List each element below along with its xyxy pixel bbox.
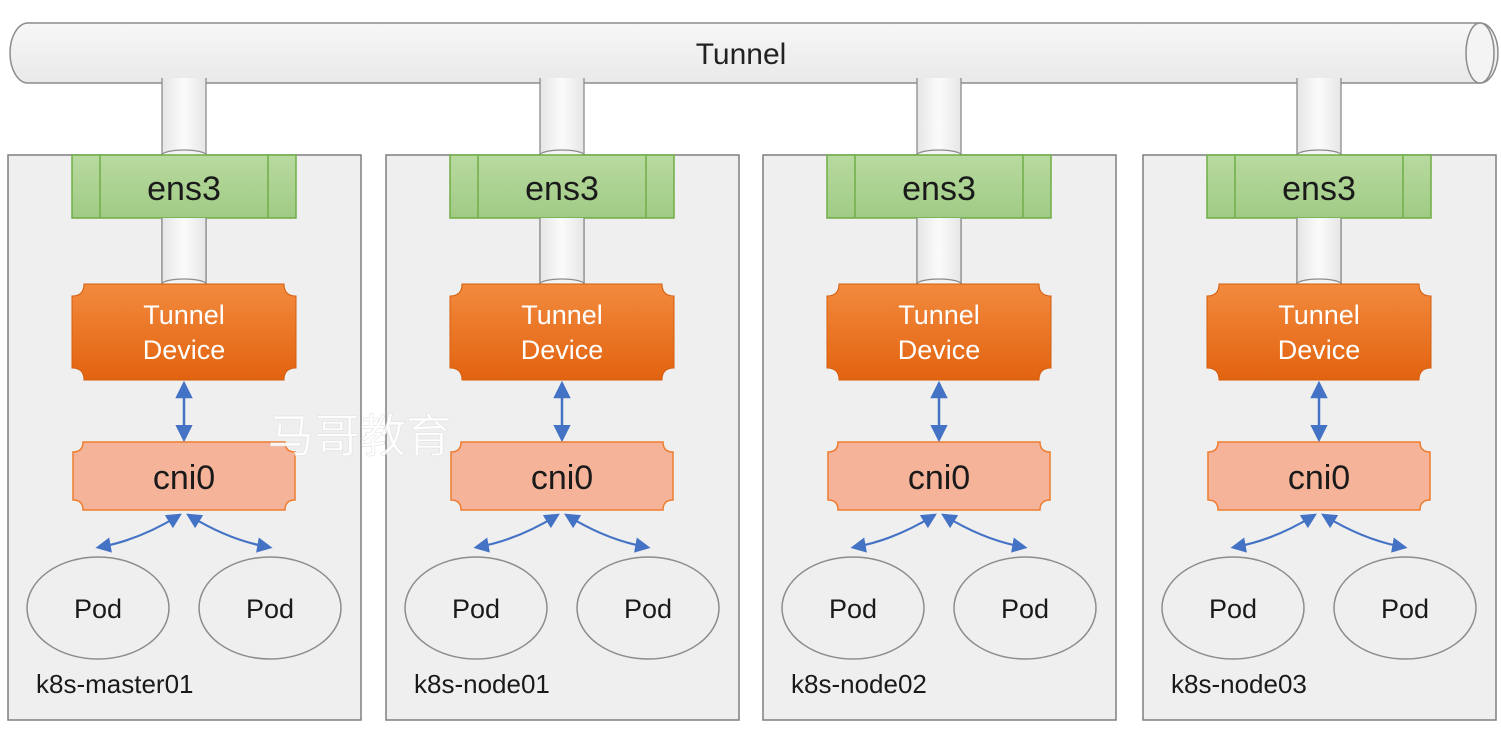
node-name-label: k8s-master01 [36, 669, 194, 699]
bridge-label: cni0 [1288, 459, 1350, 497]
nic-label: ens3 [147, 170, 221, 208]
nic-ens3: ens3 [826, 154, 1052, 219]
nic-connector-pipe [916, 218, 962, 290]
tunnel-label: Tunnel [696, 38, 787, 71]
pod-link-arrow [95, 513, 182, 553]
bridge-cni0: cni0 [827, 441, 1051, 511]
pod-link-arrow [564, 513, 651, 553]
tunnel-connector-pipe [1296, 78, 1342, 161]
bridge-label: cni0 [153, 459, 215, 497]
pod-link-arrow [473, 513, 560, 553]
nic-connector-pipe [1296, 218, 1342, 290]
nic-label: ens3 [1282, 170, 1356, 208]
pod-link-arrow [941, 513, 1028, 553]
pod-label: Pod [624, 594, 672, 624]
pod-label: Pod [246, 594, 294, 624]
bridge-cni0: cni0 [72, 441, 296, 511]
pod-label: Pod [1381, 594, 1429, 624]
pod-label: Pod [829, 594, 877, 624]
pod-link-arrow [186, 513, 273, 553]
pod-label: Pod [74, 594, 122, 624]
tunnel-device-label-line1: Tunnel [143, 300, 225, 330]
tunnel-connector-pipe [161, 78, 207, 161]
tunnel-device-label-line1: Tunnel [898, 300, 980, 330]
bridge-label: cni0 [908, 459, 970, 497]
nic-label: ens3 [902, 170, 976, 208]
node-name-label: k8s-node01 [414, 669, 550, 699]
pod: Pod [953, 556, 1097, 660]
nic-connector-pipe [161, 218, 207, 290]
tunnel-device-label-line2: Device [898, 335, 981, 365]
pod: Pod [781, 556, 925, 660]
tunnel-device-label-line1: Tunnel [1278, 300, 1360, 330]
nic-ens3: ens3 [71, 154, 297, 219]
pod-label: Pod [1209, 594, 1257, 624]
pod-label: Pod [1001, 594, 1049, 624]
pod-link-arrow [1230, 513, 1317, 553]
nic-ens3: ens3 [1206, 154, 1432, 219]
pod: Pod [576, 556, 720, 660]
pod: Pod [1333, 556, 1477, 660]
tunnel-device-label-line1: Tunnel [521, 300, 603, 330]
nic-connector-pipe [539, 218, 585, 290]
pod-label: Pod [452, 594, 500, 624]
pod-link-arrow [1321, 513, 1408, 553]
bridge-label: cni0 [531, 459, 593, 497]
node-name-label: k8s-node03 [1171, 669, 1307, 699]
bridge-cni0: cni0 [1207, 441, 1431, 511]
tunnel-device-label-line2: Device [1278, 335, 1361, 365]
node-name-label: k8s-node02 [791, 669, 927, 699]
tunnel-device-label-line2: Device [143, 335, 226, 365]
pod: Pod [26, 556, 170, 660]
bridge-cni0: cni0 [450, 441, 674, 511]
watermark-text: 马哥教育 [268, 410, 452, 462]
pod: Pod [404, 556, 548, 660]
tunnel-pipe: Tunnel [9, 22, 1499, 84]
nic-ens3: ens3 [449, 154, 675, 219]
pod-link-arrow [850, 513, 937, 553]
tunnel-device-label-line2: Device [521, 335, 604, 365]
pod: Pod [198, 556, 342, 660]
nic-label: ens3 [525, 170, 599, 208]
tunnel-connector-pipe [916, 78, 962, 161]
pod: Pod [1161, 556, 1305, 660]
tunnel-connector-pipe [539, 78, 585, 161]
